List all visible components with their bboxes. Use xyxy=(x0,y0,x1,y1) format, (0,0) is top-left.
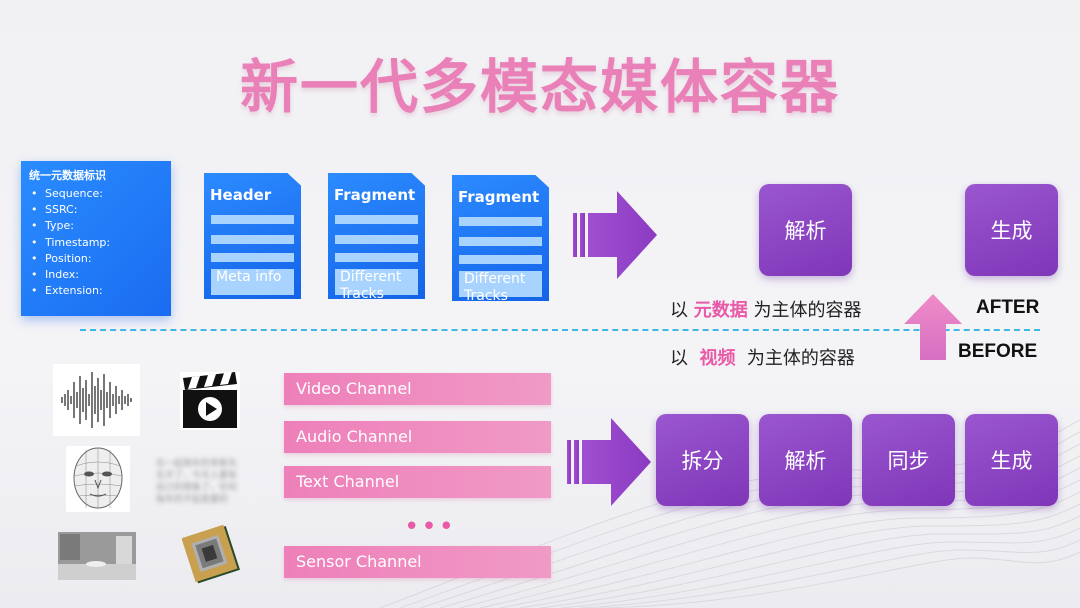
before-split-box: 拆分 xyxy=(656,414,749,506)
scene-photo-icon xyxy=(58,532,136,580)
doc-bar xyxy=(335,253,418,262)
right-arrow-icon xyxy=(573,191,657,279)
caption-text: 以 xyxy=(670,300,694,321)
caption-highlight: 元数据 xyxy=(693,300,748,321)
doc-bar xyxy=(335,235,418,244)
list-item: Index: xyxy=(29,267,163,283)
list-item: Extension: xyxy=(29,283,163,299)
header-doc-card: Header Meta info xyxy=(204,173,301,299)
video-clapperboard-icon xyxy=(180,372,240,430)
more-dots: ••• xyxy=(404,512,457,542)
doc-bar xyxy=(459,237,542,246)
doc-bar xyxy=(459,255,542,264)
metadata-id-list: Sequence: SSRC: Type: Timestamp: Positio… xyxy=(29,186,163,299)
audio-waveform-icon xyxy=(53,364,140,436)
doc-label: Different Tracks xyxy=(459,271,542,301)
doc-bar xyxy=(211,235,294,244)
list-item: Sequence: xyxy=(29,186,163,202)
caption-text: 为主体的容器 xyxy=(747,300,862,321)
fragment-doc-card-1: Fragment Different Tracks xyxy=(328,173,425,299)
metadata-id-heading: 统一元数据标识 xyxy=(29,169,106,182)
caption-text: 为主体的容器 xyxy=(735,348,855,369)
after-tag: AFTER xyxy=(976,297,1040,318)
caption-after: 以 元数据 为主体的容器 xyxy=(670,296,861,322)
before-tag: BEFORE xyxy=(958,341,1038,362)
blurred-text-sample: 在一起两年的李斯先生开了，今天人要有自己的想象了，任何每年的不起是要的 xyxy=(156,459,238,505)
doc-bar xyxy=(211,253,294,262)
doc-label: Meta info xyxy=(211,269,294,295)
page-title: 新一代多模态媒体容器 xyxy=(239,53,840,121)
list-item: Position: xyxy=(29,251,163,267)
caption-highlight: 视频 xyxy=(699,348,736,369)
up-arrow-icon xyxy=(904,294,962,360)
face-mesh-icon xyxy=(66,446,130,512)
divider-dashed xyxy=(80,329,1040,331)
before-parse-box: 解析 xyxy=(759,414,852,506)
sensor-chip-icon xyxy=(182,524,240,584)
caption-text: 以 xyxy=(670,348,700,369)
doc-bar xyxy=(335,215,418,224)
doc-title: Fragment xyxy=(458,188,540,206)
doc-bar xyxy=(211,215,294,224)
doc-bar xyxy=(459,217,542,226)
list-item: Timestamp: xyxy=(29,235,163,251)
before-generate-box: 生成 xyxy=(965,414,1058,506)
list-item: SSRC: xyxy=(29,202,163,218)
caption-before: 以 视频 为主体的容器 xyxy=(670,344,855,370)
doc-title: Header xyxy=(210,186,272,204)
text-channel-bar: Text Channel xyxy=(284,466,551,498)
metadata-id-box: 统一元数据标识 Sequence: SSRC: Type: Timestamp:… xyxy=(21,161,171,316)
fragment-doc-card-2: Fragment Different Tracks xyxy=(452,175,549,301)
after-generate-box: 生成 xyxy=(965,184,1058,276)
list-item: Type: xyxy=(29,218,163,234)
audio-channel-bar: Audio Channel xyxy=(284,421,551,453)
doc-title: Fragment xyxy=(334,186,416,204)
before-sync-box: 同步 xyxy=(862,414,955,506)
video-channel-bar: Video Channel xyxy=(284,373,551,405)
doc-label: Different Tracks xyxy=(335,269,418,299)
after-parse-box: 解析 xyxy=(759,184,852,276)
right-arrow-icon xyxy=(567,418,651,506)
sensor-channel-bar: Sensor Channel xyxy=(284,546,551,578)
